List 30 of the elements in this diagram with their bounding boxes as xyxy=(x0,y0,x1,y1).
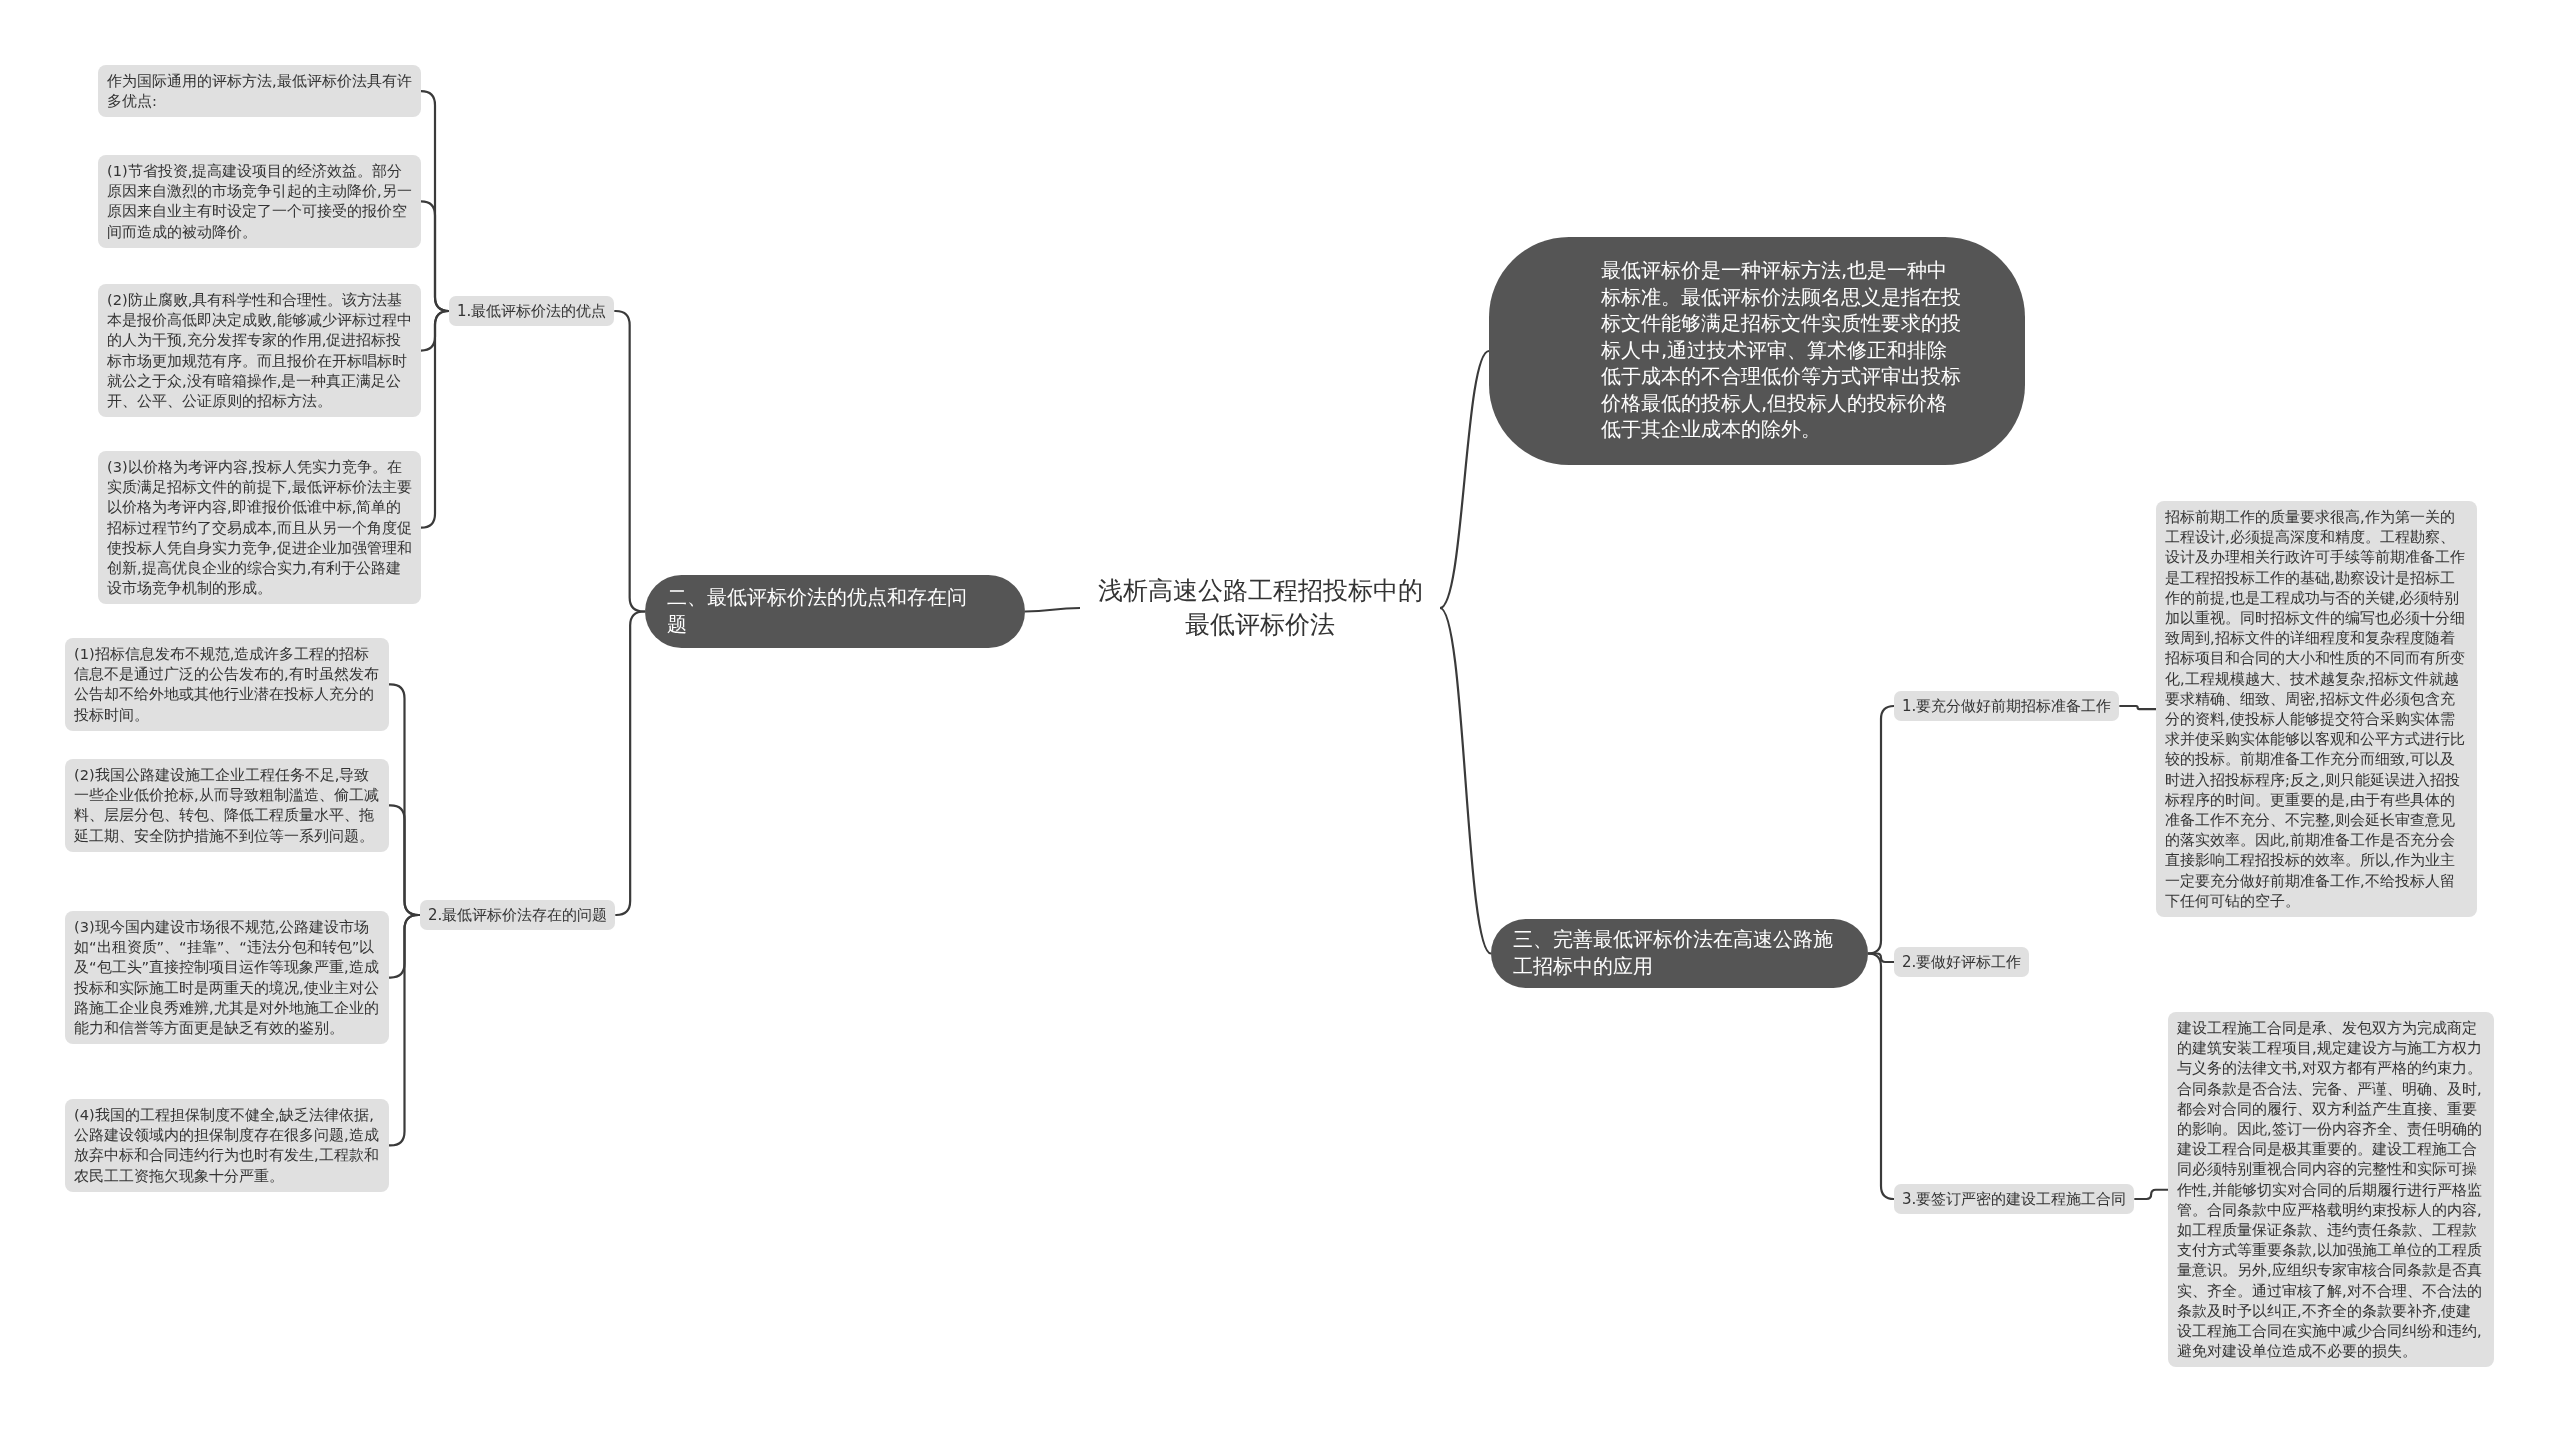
connector-line xyxy=(615,610,646,917)
text-card: (3)现今国内建设市场很不规范,公路建设市场如“出租资质”、“挂靠”、“违法分包和转包”以及“包工头”直接控制项目运作等现象严重,造成投标和实际施工时是两重天的境况,使业主对公路施工企业良秀难辨,尤其是对外地施工企业的能力和信誉等方面更是缺乏有效的鉴别。 xyxy=(65,911,389,1045)
text-card: (3)以价格为考评内容,投标人凭实力竞争。在实质满足招标文件的前提下,最低评标价法主要以价格为考评内容,即谁报价低谁中标,简单的招标过程节约了交易成本,而且从另一个角度促使投标人凭自身实力竞争,促进企业加强管理和创新,提高优良企业的综合实力,有利于公路建设市场竞争机制的形成。 xyxy=(98,451,421,605)
connector-line xyxy=(2134,1188,2168,1201)
topic-bubble: 最低评标价是一种评标方法,也是一种中标标准。最低评标价法顾名思义是指在投标文件能够满足招标文件实质性要求的投标人中,通过技术评审、算术修正和排除低于成本的不合理低价等方式评审出投标价格最低的投标人,但投标人的投标价格低于其企业成本的除外。 xyxy=(1489,237,2025,465)
text-card: 招标前期工作的质量要求很高,作为第一关的工程设计,必须提高深度和精度。工程勘察、设计及办理相关行政许可手续等前期准备工作是工程招投标工作的基础,勘察设计是招标工作的前提,也是工程成功与否的关键,必须特别加以重视。同时招标文件的编写也必须十分细致周到,招标文件的详细程度和复杂程度随着招标项目和合同的大小和性质的不同而有所变化,工程规模越大、技术越复杂,招标文件就越要求精确、细致、周密,招标文件必须包含充分的资料,使投标人能够提交符合采购实体需求并使采购实体能够以客观和公平方式进行比较的投标。前期准备工作充分而细致,可以及时进入招投标程序;反之,则只能延误进入招投标程序的时间。更重要的是,由于有些具体的准备工作不充分、不完整,则会延长审查意见的落实效率。因此,前期准备工作是否充分会直接影响工程招投标的效率。所以,作为业主一定要充分做好前期准备工作,不给投标人留下任何可钻的空子。 xyxy=(2156,501,2477,918)
subtopic-box: 1.最低评标价法的优点 xyxy=(449,296,615,326)
connector-line xyxy=(388,913,421,1147)
text-card: (1)节省投资,提高建设项目的经济效益。部分原因来自激烈的市场竞争引起的主动降价,另一原因来自业主有时设定了一个可接受的报价空间而造成的被动降价。 xyxy=(98,155,421,248)
text-card: 作为国际通用的评标方法,最低评标价法具有许多优点: xyxy=(98,65,421,118)
connector-line xyxy=(614,309,646,613)
connector-line xyxy=(1868,952,1894,964)
subtopic-box: 3.要签订严密的建设工程施工合同 xyxy=(1894,1184,2135,1214)
text-card: (4)我国的工程担保制度不健全,缺乏法律依据,公路建设领域内的担保制度存在很多问题,造成放弃中标和合同违约行为也时有发生,工程款和农民工工资拖欠现象十分严重。 xyxy=(65,1099,389,1192)
subtopic-box: 2.要做好评标工作 xyxy=(1894,947,2030,977)
connector-line xyxy=(1439,607,1492,955)
central-topic: 浅析高速公路工程招投标中的最低评标价法 xyxy=(1080,570,1440,646)
text-card: 建设工程施工合同是承、发包双方为完成商定的建筑安装工程项目,规定建设方与施工方权力与义务的法律文书,对双方都有严格的约束力。合同条款是否合法、完备、严谨、明确、及时,都会对合同的履行、双方利益产生直接、重要的影响。因此,签订一份内容齐全、责任明确的建设工程合同是极其重要的。建设工程施工合同必须特别重视合同内容的完整性和实际可操作性,并能够切实对合同的后期履行进行严格监管。合同条款中应严格载明约束投标人的内容,如工程质量保证条款、违约责任条款、工程款支付方式等重要条款,以加强施工单位的工程质量意识。另外,应组织专家审核合同条款是否真实、齐全。通过审核了解,对不合理、不合法的条款及时予以纠正,不齐全的条款要补齐,使建设工程施工合同在实施中减少合同纠纷和违约,避免对建设单位造成不必要的损失。 xyxy=(2168,1012,2494,1368)
connector-line xyxy=(2119,704,2156,711)
text-card: (2)我国公路建设施工企业工程任务不足,导致一些企业低价抢标,从而导致粗制滥造、偷工减料、层层分包、转包、降低工程质量水平、拖延工期、安全防护措施不到位等一系列问题。 xyxy=(65,759,389,852)
connector-line xyxy=(1025,606,1080,613)
topic-bubble: 二、最低评标价法的优点和存在问题 xyxy=(645,575,1025,648)
text-card: (2)防止腐败,具有科学性和合理性。该方法基本是报价高低即决定成败,能够减少评标过程中的人为干预,充分发挥专家的作用,促进招标投标市场更加规范有序。而且报价在开标唱标时就公之于众,没有暗箱操作,是一种真正满足公开、公平、公证原则的招标方法。 xyxy=(98,284,421,418)
connector-line xyxy=(419,309,451,529)
topic-bubble: 三、完善最低评标价法在高速公路施工招标中的应用 xyxy=(1491,919,1868,988)
text-card: (1)招标信息发布不规范,造成许多工程的招标信息不是通过广泛的公告发布的,有时虽然发布公告却不给外地或其他行业潜在投标人充分的投标时间。 xyxy=(65,638,389,731)
connector-line xyxy=(1866,952,1896,1201)
connector-line xyxy=(1439,350,1490,609)
subtopic-box: 1.要充分做好前期招标准备工作 xyxy=(1894,691,2120,721)
subtopic-box: 2.最低评标价法存在的问题 xyxy=(420,900,616,930)
